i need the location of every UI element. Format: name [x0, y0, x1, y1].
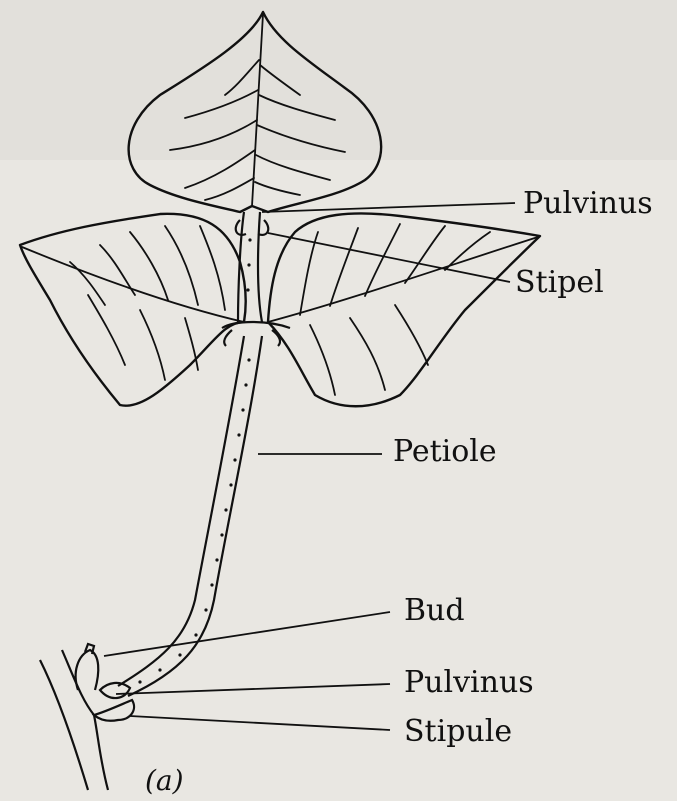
label-petiole: Petiole: [393, 434, 497, 469]
label-pulvinus-bottom: Pulvinus: [404, 665, 534, 700]
label-pulvinus-top: Pulvinus: [523, 186, 653, 221]
figure-caption: (a): [145, 764, 184, 797]
label-bud: Bud: [404, 593, 465, 628]
scan-shading: [0, 0, 677, 160]
label-stipel: Stipel: [515, 265, 604, 300]
label-stipule: Stipule: [404, 714, 512, 749]
